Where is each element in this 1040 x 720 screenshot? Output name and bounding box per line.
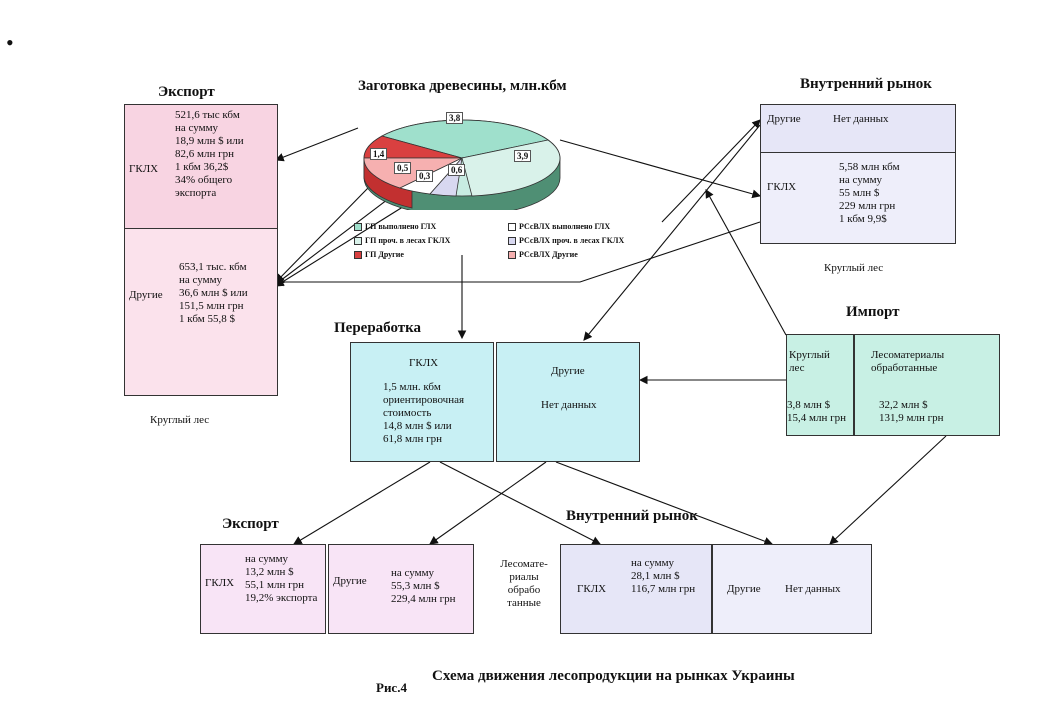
export-top-title: Экспорт bbox=[158, 84, 215, 100]
export-top-caption: Круглый лес bbox=[150, 414, 210, 426]
pie-slice-small-1 bbox=[363, 157, 463, 189]
pie-label-6: 0,6 bbox=[448, 164, 466, 176]
domestic-top-title: Внутренний рынок bbox=[800, 76, 932, 92]
pie-label-4: 0,5 bbox=[394, 162, 412, 174]
import-round-values: 3,8 млн $ 15,4 млн грн bbox=[787, 399, 846, 424]
arrow-legend-domestic-other bbox=[661, 119, 761, 223]
export-top-gklh-lines: 521,6 тыс кбм на сумму 18,9 млн $ или 82… bbox=[175, 109, 244, 199]
arrow-harvest-domestic-gklh bbox=[559, 139, 762, 199]
arrow-harvest-export-other-2 bbox=[275, 189, 401, 285]
domestic-top-caption: Круглый лес bbox=[824, 262, 884, 274]
domestic-bottom-other-label: Другие bbox=[727, 583, 761, 595]
export-bottom-gklh-lines: на сумму 13,2 млн $ 55,1 млн грн 19,2% э… bbox=[245, 553, 318, 604]
legend-item-3: ГП Другие bbox=[354, 250, 404, 260]
domestic-bottom-title: Внутренний рынок bbox=[566, 508, 698, 524]
processing-gklh-box: ГКЛХ 1,5 млн. кбм ориентировочная стоимо… bbox=[350, 342, 494, 462]
export-top-other-label: Другие bbox=[129, 289, 163, 301]
processing-gklh-label: ГКЛХ bbox=[409, 357, 439, 369]
domestic-bottom-gklh-lines: на сумму 28,1 млн $ 116,7 млн грн bbox=[631, 557, 696, 595]
arrow-import-domestic-bottom bbox=[829, 435, 947, 545]
export-bottom-other-box: Другие на сумму 55,3 млн $ 229,4 млн грн bbox=[328, 544, 474, 634]
processing-other-label: Другие bbox=[551, 365, 585, 377]
domestic-top-box: Другие Нет данных ГКЛХ 5,58 млн кбм на с… bbox=[760, 104, 956, 244]
export-bottom-gklh-label: ГКЛХ bbox=[205, 577, 235, 589]
bullet: • bbox=[6, 30, 14, 55]
domestic-top-gklh-lines: 5,58 млн кбм на сумму 55 млн $ 229 млн г… bbox=[839, 161, 900, 225]
import-processed-label: Лесоматериалы обработанные bbox=[871, 349, 945, 374]
pie-label-2: 3,9 bbox=[514, 150, 532, 162]
legend-item-4: РСсВЛХ выполнено ГЛХ bbox=[508, 222, 610, 232]
processing-other-box: Другие Нет данных bbox=[496, 342, 640, 462]
import-processed-box: Лесоматериалы обработанные 32,2 млн $ 13… bbox=[854, 334, 1000, 436]
arrow-harvest-export-gklh bbox=[274, 127, 359, 162]
import-round-box: Круглый лес 3,8 млн $ 15,4 млн грн bbox=[786, 334, 854, 436]
harvest-title: Заготовка древесины, млн.кбм bbox=[358, 78, 567, 94]
export-top-other-lines: 653,1 тыс. кбм на сумму 36,6 млн $ или 1… bbox=[179, 261, 248, 325]
domestic-top-gklh-label: ГКЛХ bbox=[767, 181, 797, 193]
export-top-gklh-cell: ГКЛХ 521,6 тыс кбм на сумму 18,9 млн $ и… bbox=[125, 105, 277, 229]
domestic-top-other-value: Нет данных bbox=[833, 113, 889, 125]
export-top-box: ГКЛХ 521,6 тыс кбм на сумму 18,9 млн $ и… bbox=[124, 104, 278, 396]
processing-other-value: Нет данных bbox=[541, 399, 597, 411]
arrow-processing-domestic-gklh bbox=[439, 461, 601, 545]
domestic-top-other-cell: Другие Нет данных bbox=[761, 105, 955, 153]
arrow-harvest-export-other-1 bbox=[275, 187, 369, 283]
harvest-pie-chart bbox=[363, 119, 561, 210]
pie-label-1: 3,8 bbox=[446, 112, 464, 124]
arrow-import-domestic-top bbox=[705, 189, 787, 336]
processing-gklh-lines: 1,5 млн. кбм ориентировочная стоимость 1… bbox=[383, 381, 465, 445]
pie-label-5: 0,3 bbox=[416, 170, 434, 182]
export-top-other-cell: Другие 653,1 тыс. кбм на сумму 36,6 млн … bbox=[125, 229, 277, 395]
arrow-processing-export-gklh bbox=[293, 461, 431, 545]
side-note-processed-timber: Лесомате- риалы обрабо танные bbox=[500, 558, 548, 609]
domestic-top-gklh-cell: ГКЛХ 5,58 млн кбм на сумму 55 млн $ 229 … bbox=[761, 153, 955, 243]
arrow-import-processing-other-2 bbox=[583, 124, 761, 341]
legend-item-5: РСсВЛХ проч. в лесах ГКЛХ bbox=[508, 236, 624, 246]
domestic-bottom-gklh-label: ГКЛХ bbox=[577, 583, 607, 595]
arrow-domestic-export-other bbox=[274, 221, 761, 287]
domestic-bottom-other-value: Нет данных bbox=[785, 583, 841, 595]
figure-number: Рис.4 bbox=[376, 680, 407, 695]
legend-item-2: ГП проч. в лесах ГКЛХ bbox=[354, 236, 450, 246]
pie-slice-other bbox=[461, 139, 561, 197]
export-top-gklh-label: ГКЛХ bbox=[129, 163, 159, 175]
import-round-label: Круглый лес bbox=[789, 349, 830, 374]
domestic-bottom-other-box: Другие Нет данных bbox=[712, 544, 872, 634]
pie-label-3: 1,4 bbox=[370, 148, 388, 160]
figure-caption: Схема движения лесопродукции на рынках У… bbox=[432, 668, 795, 684]
export-bottom-title: Экспорт bbox=[222, 516, 279, 532]
arrow-processing-export-other bbox=[429, 461, 547, 545]
export-bottom-gklh-box: ГКЛХ на сумму 13,2 млн $ 55,1 млн грн 19… bbox=[200, 544, 326, 634]
domestic-top-other-label: Другие bbox=[767, 113, 801, 125]
import-processed-values: 32,2 млн $ 131,9 млн грн bbox=[879, 399, 944, 424]
legend-item-1: ГП выполнено ГЛХ bbox=[354, 222, 436, 232]
legend-item-6: РСсВЛХ Другие bbox=[508, 250, 578, 260]
export-bottom-other-label: Другие bbox=[333, 575, 367, 587]
arrow-processing-domestic-other bbox=[555, 461, 774, 546]
export-bottom-other-lines: на сумму 55,3 млн $ 229,4 млн грн bbox=[391, 567, 456, 605]
import-title: Импорт bbox=[846, 304, 900, 320]
domestic-bottom-gklh-box: ГКЛХ на сумму 28,1 млн $ 116,7 млн грн bbox=[560, 544, 712, 634]
processing-title: Переработка bbox=[334, 320, 422, 336]
